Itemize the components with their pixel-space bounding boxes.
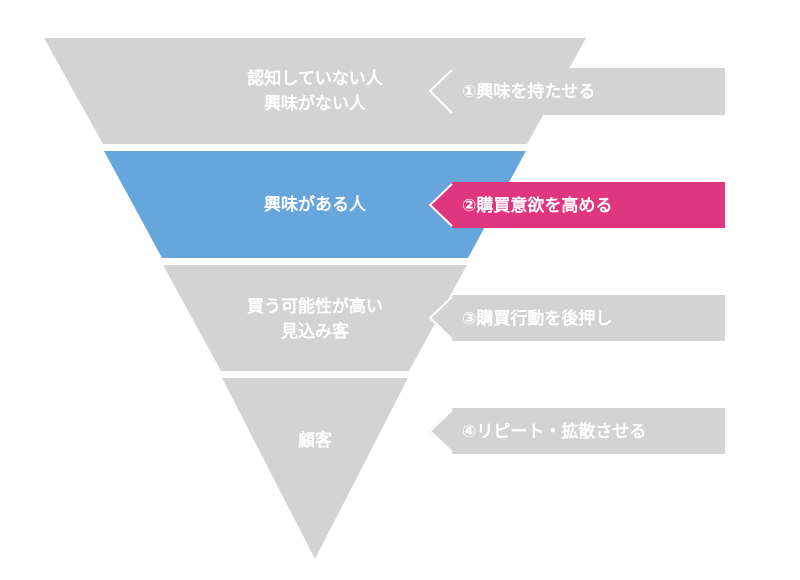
callout-4: ④リピート・拡散させる [428, 408, 725, 454]
funnel-stage-1-shape [44, 38, 586, 144]
funnel-stage-4-shape [222, 378, 408, 559]
callout-3-chevron [428, 296, 453, 340]
callout-1-label: ①興味を持たせる [462, 81, 595, 102]
callout-3-arrow [428, 295, 725, 341]
funnel-stage-3-label-line-1: 買う可能性が高い [247, 296, 383, 317]
callout-2: ②購買意欲を高める [428, 182, 725, 228]
funnel-stage-4: 顧客 [222, 378, 408, 559]
funnel-stage-1-label-line-2: 興味がない人 [264, 93, 367, 114]
callout-2-label: ②購買意欲を高める [462, 195, 612, 216]
callout-2-arrow [428, 182, 725, 228]
callout-1: ①興味を持たせる [428, 68, 725, 115]
funnel-stage-3: 買う可能性が高い 見込み客 [163, 265, 467, 371]
funnel-stage-2: 興味がある人 [104, 151, 526, 258]
callout-1-arrow [428, 68, 725, 115]
callout-4-arrow [428, 408, 725, 454]
callout-3: ③購買行動を後押し [428, 295, 725, 341]
callout-2-chevron [428, 183, 453, 227]
funnel-stage-3-label-line-2: 見込み客 [280, 321, 350, 342]
funnel-stage-1: 認知していない人 興味がない人 [44, 38, 586, 144]
funnel-stage-3-shape [163, 265, 467, 371]
funnel-stage-2-label-line-1: 興味がある人 [264, 194, 367, 215]
callout-3-label: ③購買行動を後押し [462, 308, 612, 329]
callout-4-chevron [428, 409, 453, 453]
callout-chevrons [428, 69, 453, 453]
funnel-stage-4-label-line-1: 顧客 [298, 430, 333, 451]
callout-1-chevron [428, 69, 453, 114]
funnel-stage-1-label-line-1: 認知していない人 [247, 68, 383, 89]
funnel-stage-2-shape [104, 151, 526, 258]
callout-4-label: ④リピート・拡散させる [462, 421, 646, 442]
